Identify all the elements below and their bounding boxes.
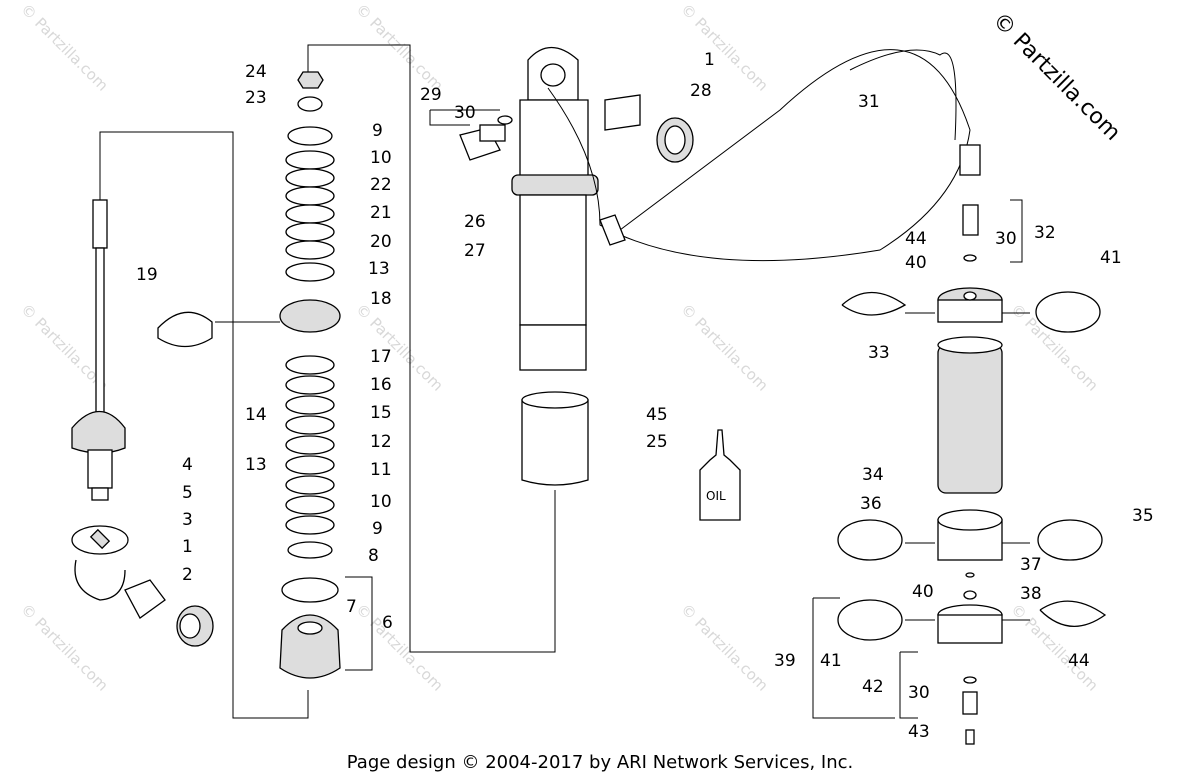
watermark: © Partzilla.com (677, 300, 772, 395)
callout-14: 14 (245, 405, 267, 425)
callout-42: 42 (862, 677, 884, 697)
callout-9: 9 (372, 519, 383, 539)
callout-24: 24 (245, 62, 267, 82)
callout-13: 13 (368, 259, 390, 279)
callout-28: 28 (690, 81, 712, 101)
watermark: © Partzilla.com (352, 600, 447, 695)
callout-3: 3 (182, 510, 193, 530)
callout-41: 41 (1100, 248, 1122, 268)
callout-35: 35 (1132, 506, 1154, 526)
reservoir-assembly (837, 287, 1107, 745)
callout-33: 33 (868, 343, 890, 363)
callout-11: 11 (370, 460, 392, 480)
callout-17: 17 (370, 347, 392, 367)
callout-45: 45 (646, 405, 668, 425)
callout-15: 15 (370, 403, 392, 423)
callout-8: 8 (368, 546, 379, 566)
watermark: © Partzilla.com (352, 0, 447, 95)
callout-21: 21 (370, 203, 392, 223)
callout-40: 40 (905, 253, 927, 273)
callout-10: 10 (370, 148, 392, 168)
callout-38: 38 (1020, 584, 1042, 604)
callout-31: 31 (858, 92, 880, 112)
watermark: © Partzilla.com (352, 300, 447, 395)
callout-39: 39 (774, 651, 796, 671)
callout-23: 23 (245, 88, 267, 108)
callout-22: 22 (370, 175, 392, 195)
callout-27: 27 (464, 241, 486, 261)
callouts: 1 1 2 3 4 5 6 7 8 9 9 10 10 11 12 13 13 … (136, 50, 1154, 742)
callout-1: 1 (182, 537, 193, 557)
callout-19: 19 (136, 265, 158, 285)
oil-bottle: OIL (699, 429, 741, 521)
callout-25: 25 (646, 432, 668, 452)
callout-44: 44 (905, 229, 927, 249)
callout-30: 30 (454, 103, 476, 123)
callout-6: 6 (382, 613, 393, 633)
shock-body (459, 46, 981, 486)
callout-18: 18 (370, 289, 392, 309)
callout-36: 36 (860, 494, 882, 514)
footer-credit: Page design © 2004-2017 by ARI Network S… (346, 752, 854, 773)
callout-12: 12 (370, 432, 392, 452)
watermark: © Partzilla.com (677, 600, 772, 695)
callout-41: 41 (820, 651, 842, 671)
callout-20: 20 (370, 232, 392, 252)
watermark: © Partzilla.com (17, 600, 112, 695)
callout-30: 30 (908, 683, 930, 703)
callout-32: 32 (1034, 223, 1056, 243)
connection-lines (99, 44, 1030, 719)
callout-44: 44 (1068, 651, 1090, 671)
callout-26: 26 (464, 212, 486, 232)
callout-1: 1 (704, 50, 715, 70)
shaft-assembly (71, 199, 214, 647)
callout-10: 10 (370, 492, 392, 512)
callout-13: 13 (245, 455, 267, 475)
callout-5: 5 (182, 483, 193, 503)
callout-29: 29 (420, 85, 442, 105)
callout-40: 40 (912, 582, 934, 602)
callout-16: 16 (370, 375, 392, 395)
callout-4: 4 (182, 455, 193, 475)
callout-7: 7 (346, 597, 357, 617)
callout-9: 9 (372, 121, 383, 141)
oil-label: OIL (706, 489, 726, 503)
callout-34: 34 (862, 465, 884, 485)
callout-37: 37 (1020, 555, 1042, 575)
watermark: © Partzilla.com (17, 0, 112, 95)
callout-2: 2 (182, 565, 193, 585)
callout-43: 43 (908, 722, 930, 742)
piston-stack (279, 71, 341, 679)
callout-30: 30 (995, 229, 1017, 249)
